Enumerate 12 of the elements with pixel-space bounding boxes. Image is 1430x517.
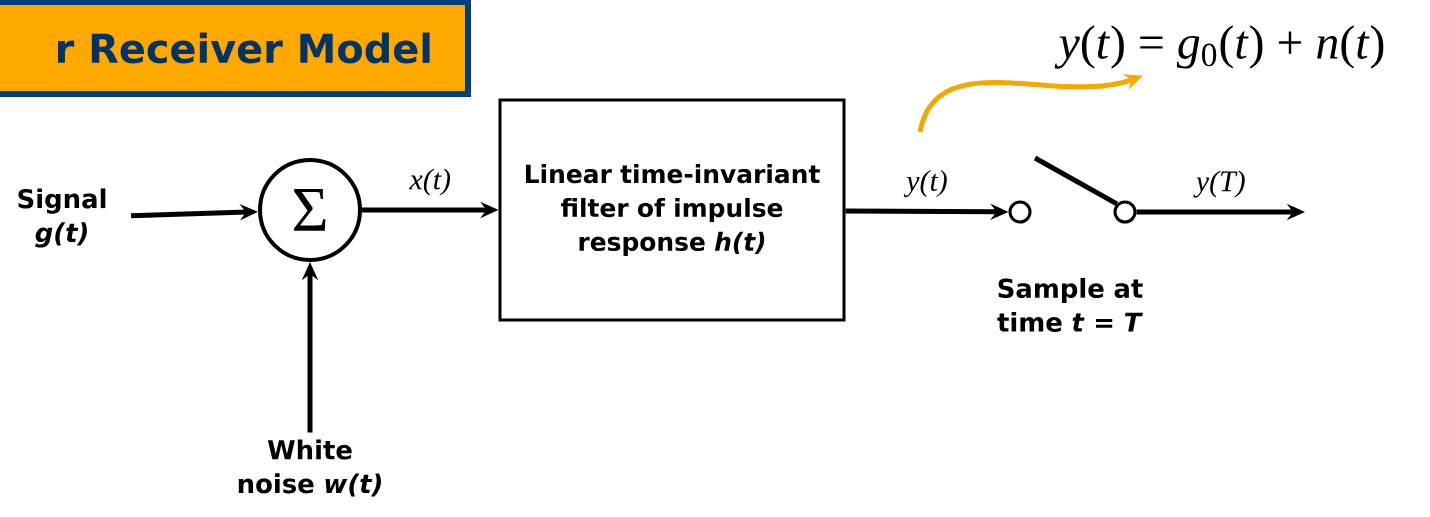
edge-label: x(t) [409,168,451,196]
filter-box: Linear time-invariant filter of impulse response h(t) [498,98,846,322]
input-label: Signal g(t) [18,188,106,248]
output-equation: y(t) = g$_{0}$(t) + n(t) [1054,25,1384,69]
edge-label: y(T) [1193,170,1245,198]
switch-terminal [1008,200,1032,224]
caption-text: Sample at time t = T [997,278,1143,332]
edge-label: y(t) [903,169,947,198]
title-banner: r Receiver Model [0,0,471,97]
switch-terminal [1113,200,1137,224]
summing-junction: Σ [258,158,362,262]
input-label: White noise w(t) [238,439,381,497]
